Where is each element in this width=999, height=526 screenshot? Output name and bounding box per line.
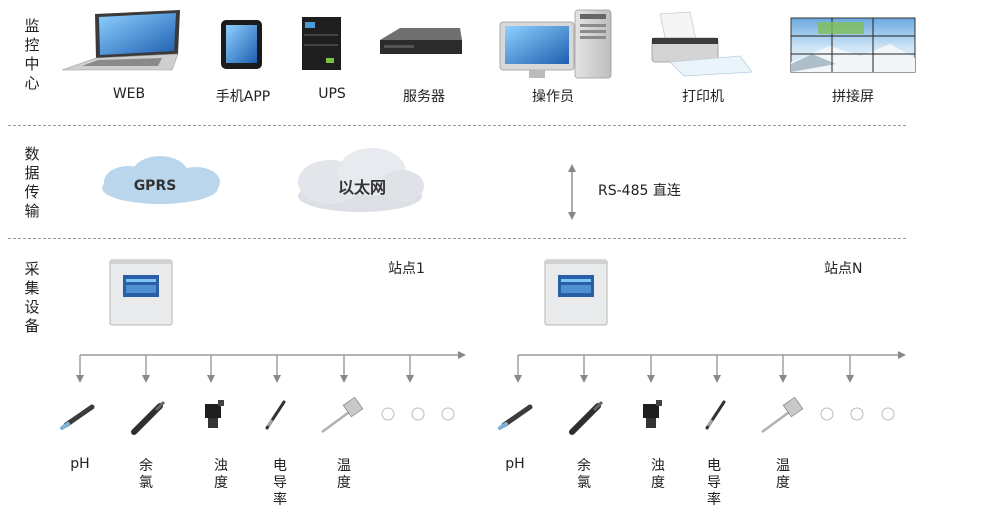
conductivity-sensor-icon — [265, 400, 286, 430]
device-label-videowall: 拼接屏 — [832, 89, 874, 105]
device-label-ups: UPS — [318, 86, 346, 102]
temperature-sensor-icon — [761, 396, 804, 434]
sensor-label-chlorine: 余氯 — [577, 458, 591, 491]
device-label-operator: 操作员 — [532, 89, 574, 105]
sensor-label-turbidity: 浊度 — [214, 458, 228, 491]
ph-sensor-icon — [60, 404, 95, 430]
turbidity-sensor-icon — [205, 400, 224, 428]
sensor-label-chlorine: 余氯 — [139, 458, 153, 491]
device-label-printer: 打印机 — [682, 89, 724, 105]
ph-sensor-icon — [498, 404, 533, 430]
station-name-n: 站点N — [824, 261, 863, 277]
device-label-app: 手机APP — [215, 89, 271, 105]
section-label-monitor: 监控中心 — [24, 17, 40, 92]
gprs-cloud-icon — [102, 156, 220, 204]
section-label-collection: 采集设备 — [24, 260, 40, 335]
phone-icon — [221, 20, 262, 69]
sensor-label-temperature: 温度 — [776, 458, 790, 491]
rs485-label: RS-485 直连 — [598, 183, 681, 199]
conductivity-sensor-icon — [705, 400, 726, 430]
controller-icon-station-1 — [109, 259, 173, 326]
turbidity-sensor-icon — [643, 400, 662, 428]
section-divider-2 — [8, 238, 906, 239]
bus-line-station-1 — [76, 351, 466, 383]
station-name-1: 站点1 — [388, 261, 425, 277]
ups-icon — [302, 17, 341, 70]
laptop-icon — [61, 10, 180, 71]
chlorine-sensor-icon — [569, 400, 604, 435]
sensor-label-turbidity: 浊度 — [651, 458, 665, 491]
spare-sensor-slots-station-n — [820, 407, 895, 421]
device-label-server: 服务器 — [403, 89, 445, 105]
rs485-double-arrow — [568, 164, 576, 220]
workstation-icon — [499, 9, 612, 79]
printer-icon — [651, 11, 753, 77]
sensor-label-conductivity: 电导率 — [707, 458, 721, 508]
sensor-label-conductivity: 电导率 — [273, 458, 287, 508]
gprs-label: GPRS — [133, 178, 177, 194]
spare-sensor-slots-station-1 — [381, 407, 455, 421]
section-divider-1 — [8, 125, 906, 126]
video-wall-icon — [790, 17, 916, 73]
server-icon — [380, 28, 462, 54]
chlorine-sensor-icon — [131, 400, 166, 435]
temperature-sensor-icon — [321, 396, 364, 434]
sensor-label-ph: pH — [505, 456, 525, 472]
ethernet-cloud-icon — [298, 148, 424, 212]
device-label-web: WEB — [112, 86, 146, 102]
section-label-transmission: 数据传输 — [24, 145, 40, 220]
bus-line-station-n — [514, 351, 906, 383]
controller-icon-station-n — [544, 259, 608, 326]
sensor-label-ph: pH — [70, 456, 90, 472]
sensor-label-temperature: 温度 — [337, 458, 351, 491]
ethernet-label: 以太网 — [337, 178, 386, 197]
